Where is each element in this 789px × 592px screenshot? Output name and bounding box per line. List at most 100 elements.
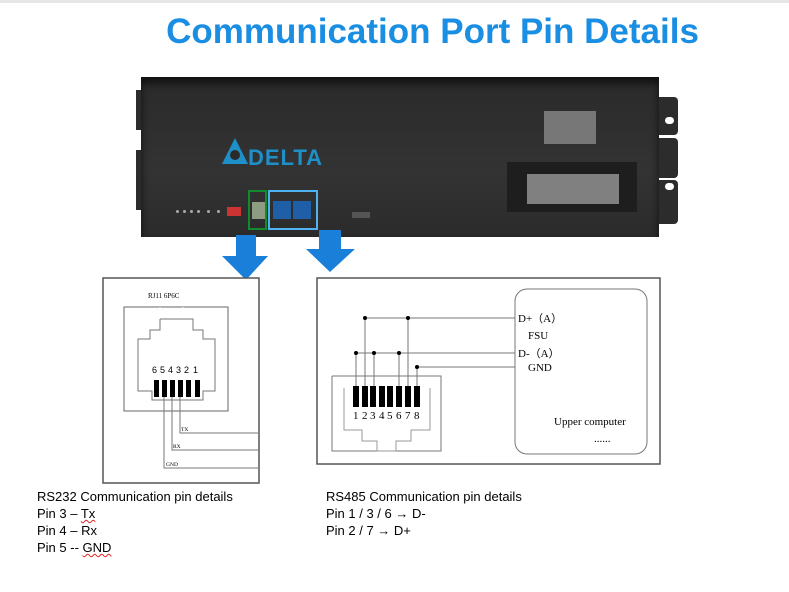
led-indicator: [197, 210, 200, 213]
rs485-line1: Pin 1 / 3 / 6 → D-: [326, 506, 426, 521]
rj11-port: [252, 202, 266, 219]
diagram-shape: [353, 386, 359, 407]
diagram-shape: [159, 307, 184, 319]
rs232-heading: RS232 Communication pin details: [37, 489, 233, 504]
tx-label: TX: [181, 427, 188, 433]
d-plus-label: D+（A）: [518, 312, 562, 325]
diagram-shape: [354, 351, 358, 355]
fsu-label: FSU: [528, 330, 548, 342]
diagram-shape: 6 5 4 3 2 1: [152, 365, 198, 375]
diagram-shape: [343, 388, 431, 452]
pin3-signal: Tx: [80, 506, 96, 521]
rj45-port-1: [273, 201, 291, 219]
mounting-ear: [656, 180, 678, 224]
arrow-down-icon: [306, 230, 355, 272]
rs232-notes: RS232 Communication pin details Pin 3 – …: [37, 488, 233, 556]
top-bar: [0, 0, 789, 3]
diagram-shape: [186, 380, 191, 397]
pin-number: 3: [370, 410, 376, 422]
rs485-notes: RS485 Communication pin details Pin 1 / …: [326, 488, 522, 539]
diagram-shape: [396, 386, 402, 407]
rj45-port-2: [293, 201, 311, 219]
diagram-shape: [163, 397, 258, 469]
diagram-shape: [414, 386, 420, 407]
diagram-shape: [415, 365, 419, 369]
slide-title: Communication Port Pin Details: [166, 12, 699, 51]
diagram-shape: [397, 351, 401, 355]
diagram-shape: [354, 316, 419, 369]
gnd-label: GND: [166, 462, 178, 468]
rs485-port-highlight: [268, 190, 318, 230]
dip-switch: [352, 212, 370, 218]
rs232-pin-diagram: RJ11 6P6C 6 5 4 3 2 1 TX: [102, 277, 260, 484]
diagram-shape: [387, 386, 393, 407]
pin-number: 2: [362, 410, 368, 422]
diagram-shape: [406, 316, 410, 320]
device-bracket: [136, 150, 142, 210]
diagram-shape: [178, 380, 183, 397]
diagram-shape: [362, 386, 368, 407]
upper-computer-label: Upper computer: [554, 416, 626, 428]
arrow-down-icon: [222, 235, 268, 280]
diagram-shape: [162, 380, 167, 397]
pin-number: 7: [405, 410, 411, 422]
pin-number: 8: [414, 410, 420, 422]
connector-label: RJ11 6P6C: [148, 292, 180, 300]
diagram-shape: 1 2 3 4 5 6 7 8: [353, 410, 420, 422]
gnd-label: GND: [528, 362, 552, 374]
diagram-shape: [514, 288, 648, 455]
pin-number: 5: [387, 410, 393, 422]
pin-number: 1: [353, 410, 359, 422]
delta-logo-icon: [222, 138, 248, 164]
diagram-shape: [363, 316, 367, 320]
diagram-shape: [379, 386, 385, 407]
rs232-port-highlight: [248, 190, 267, 230]
pin5-label: Pin 5 --: [37, 540, 83, 555]
diagram-shape: [372, 351, 376, 355]
led-indicator: [190, 210, 193, 213]
rs232-pin3: Pin 3 – Tx: [37, 505, 233, 522]
pin-number: 5: [160, 365, 165, 375]
rj11-pins: [154, 380, 200, 397]
diagram-shape: D+（A） FSU D-（A） GND Upper computer .....…: [518, 312, 626, 445]
mounting-ear: [656, 138, 678, 178]
diagram-shape: [171, 397, 258, 451]
pin-number: 4: [379, 410, 385, 422]
led-indicator: [207, 210, 210, 213]
d-minus-label: D-（A）: [518, 347, 560, 360]
diagram-shape: [405, 386, 411, 407]
diagram-shape: [370, 386, 376, 407]
diagram-shape: [230, 150, 240, 160]
power-terminal: [507, 162, 637, 212]
rs232-pin4: Pin 4 – Rx: [37, 523, 97, 538]
diagram-shape: [137, 318, 216, 401]
device-brand-logo: DELTA: [248, 145, 324, 170]
breaker-switch: [544, 111, 596, 144]
diagram-shape: [195, 380, 200, 397]
diagram-shape: [179, 397, 258, 434]
pin-number: 4: [168, 365, 173, 375]
pin-number: 6: [152, 365, 157, 375]
rs485-heading: RS485 Communication pin details: [326, 489, 522, 504]
diagram-shape: [123, 306, 229, 412]
dry-contact-port: [227, 207, 241, 216]
rj45-pins: [353, 386, 420, 407]
mounting-ear: [656, 97, 678, 135]
pin5-signal: GND: [82, 540, 112, 555]
pin-number: 2: [184, 365, 189, 375]
rx-label: RX: [173, 444, 181, 450]
pin3-label: Pin 3 –: [37, 506, 81, 521]
diagram-shape: [154, 380, 159, 397]
led-indicator: [217, 210, 220, 213]
device-bracket: [136, 90, 142, 130]
rs485-line2: Pin 2 / 7 → D+: [326, 523, 411, 538]
diagram-shape: [163, 397, 258, 469]
diagram-shape: [170, 380, 175, 397]
ellipsis-label: ......: [594, 433, 611, 445]
diagram-shape: [331, 375, 442, 452]
rs232-pin5: Pin 5 -- GND: [37, 539, 233, 556]
led-indicator: [183, 210, 186, 213]
led-indicator: [176, 210, 179, 213]
